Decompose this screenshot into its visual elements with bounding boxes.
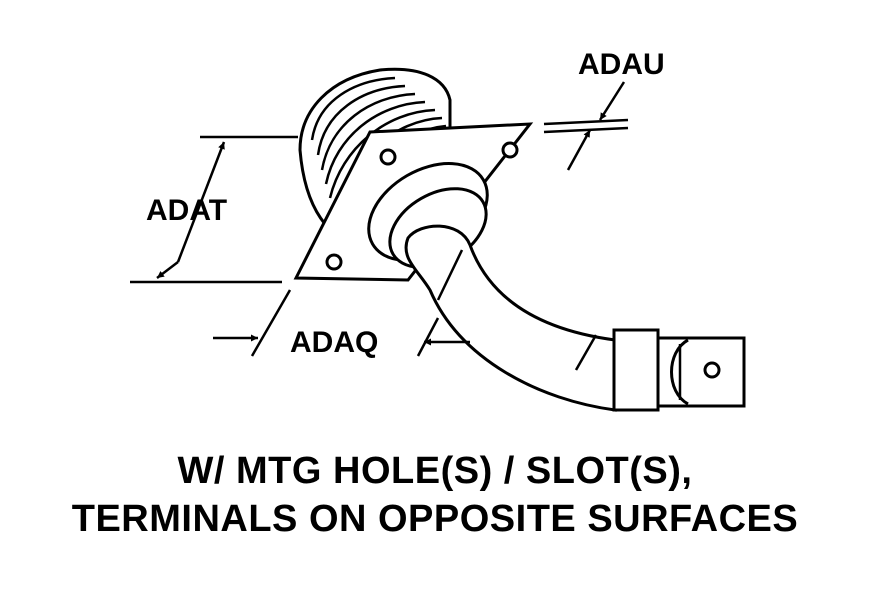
caption-line-1: W/ MTG HOLE(S) / SLOT(S), (177, 450, 693, 492)
dimension-label-adat: ADAT (146, 194, 227, 227)
dimension-label-adau: ADAU (578, 48, 665, 81)
dimension-adat (130, 135, 298, 284)
dimension-adaq (213, 289, 470, 357)
mounting-hole (325, 253, 343, 271)
end-terminal (612, 328, 746, 412)
dimension-adau (543, 81, 629, 171)
dimension-label-adaq: ADAQ (290, 326, 378, 359)
terminal-hole (703, 361, 721, 379)
mounting-hole (379, 148, 397, 166)
caption-line-2: TERMINALS ON OPPOSITE SURFACES (71, 498, 799, 540)
mounting-hole (501, 141, 519, 159)
